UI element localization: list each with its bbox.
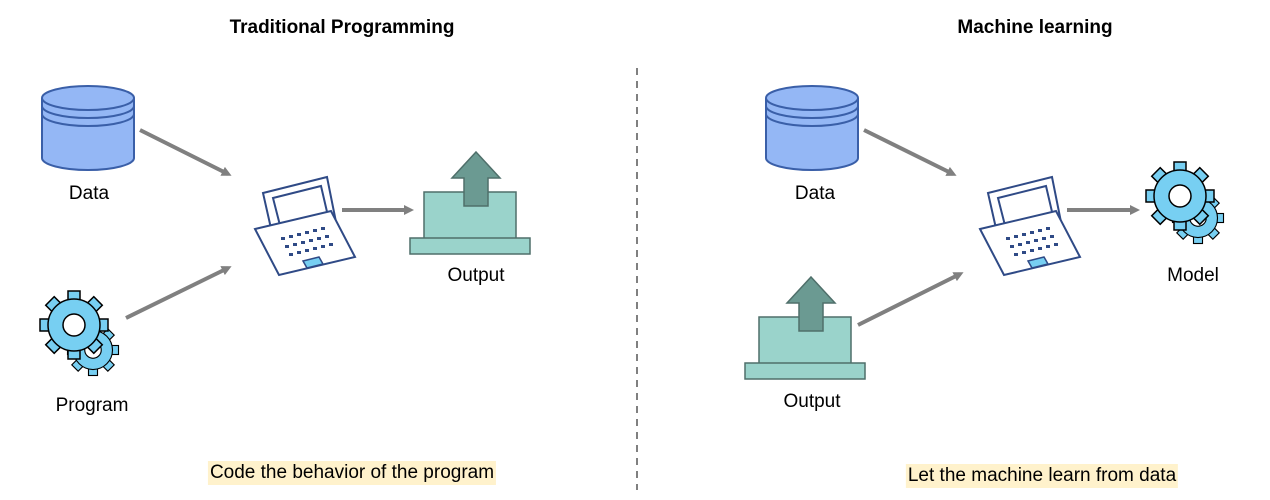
left-panel-title: Traditional Programming	[229, 17, 455, 38]
output-label-right: Output	[783, 391, 841, 412]
laptop-icon-left	[254, 176, 356, 276]
database-icon-right	[765, 85, 859, 171]
gear-icon-left	[39, 290, 120, 377]
model-label: Model	[1167, 265, 1219, 286]
right-panel-caption: Let the machine learn from data	[905, 464, 1179, 488]
arrow-output-to-laptop	[857, 272, 964, 327]
output-icon-right	[744, 276, 866, 380]
gear-icon-right	[1145, 161, 1225, 245]
output-icon-left	[409, 151, 531, 255]
right-panel-title: Machine learning	[957, 17, 1113, 38]
left-panel-caption: Code the behavior of the program	[207, 461, 497, 485]
laptop-icon-right	[979, 176, 1081, 276]
output-label-left: Output	[447, 265, 505, 286]
arrow-program-to-laptop	[125, 266, 232, 320]
database-icon-left	[41, 85, 135, 171]
data-label-left: Data	[68, 183, 110, 204]
data-label-right: Data	[794, 183, 836, 204]
arrow-data-to-laptop-left	[139, 128, 232, 176]
program-label: Program	[55, 395, 129, 416]
arrow-data-to-laptop-right	[863, 128, 957, 176]
